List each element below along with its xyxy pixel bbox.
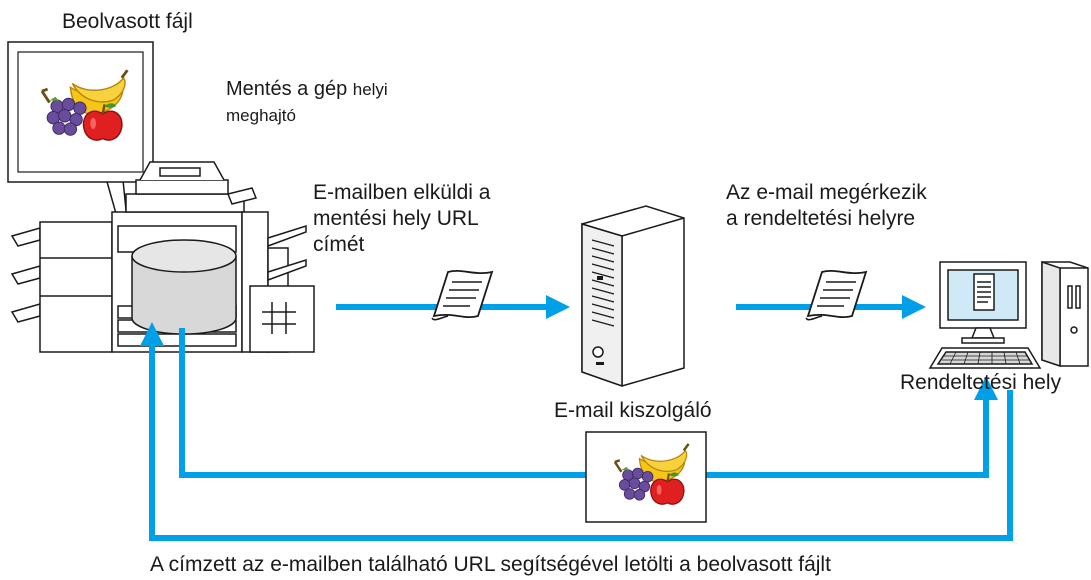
save-local-label: Mentés a gép helyi meghajtó [226,76,388,128]
email-arrives-label: Az e-mail megérkezik a rendeltetési hely… [726,181,927,230]
save-local-main: Mentés a gép [226,78,353,100]
server-tower-icon [581,205,685,388]
desktop-computer-icon [928,260,1089,369]
destination-label: Rendeltetési hely [900,371,1062,394]
email-sends-url-label: E-mailben elküldi a mentési hely URL cím… [313,181,491,256]
document-icon [431,269,493,321]
recipient-downloads-label: A címzett az e-mailben található URL seg… [150,553,831,576]
scanned-file-label: Beolvasott fájl [62,10,193,33]
disk-storage-icon [131,239,237,335]
email-server-label: E-mail kiszolgáló [554,399,712,422]
document-icon [805,269,867,321]
scanned-file-callout [7,41,154,271]
save-local-small: helyi meghajtó [226,80,388,125]
downloaded-file-picture [585,431,707,523]
